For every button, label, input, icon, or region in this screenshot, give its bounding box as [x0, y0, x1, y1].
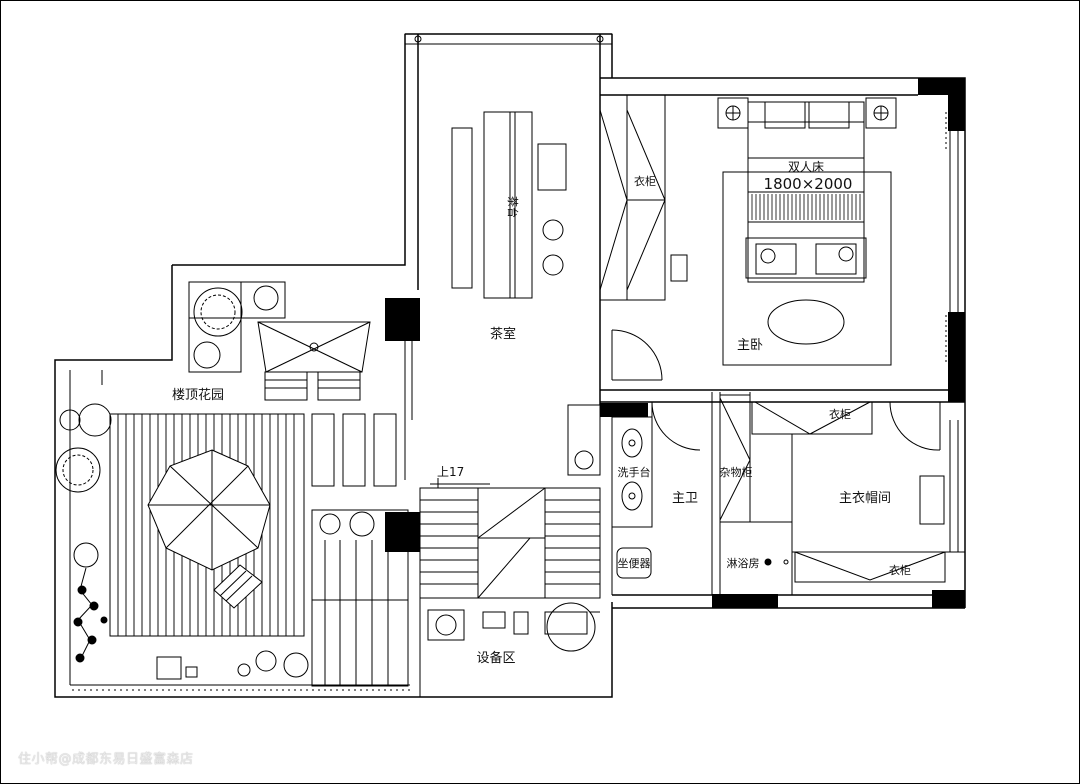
bed-blanket: [747, 191, 865, 223]
wash-basin-label: 洗手台: [618, 465, 651, 479]
wood-deck: [109, 413, 305, 637]
bedroom-stool: [670, 254, 688, 282]
patio-umbrella: [147, 449, 271, 571]
lounger: [264, 371, 308, 401]
oval-rug: [767, 299, 845, 345]
closet-wardrobe-top: [751, 401, 873, 435]
tea-room-label: 茶室: [490, 326, 516, 342]
wash-basin-counter: [611, 416, 653, 528]
toilet-label: 坐便器: [618, 557, 651, 570]
tree: [78, 403, 112, 437]
garden-bench: [342, 413, 366, 487]
closet-door: [889, 401, 941, 451]
wardrobe-label-bedroom: 衣柜: [634, 174, 656, 188]
storage-cabinet: [719, 394, 751, 523]
bed-label: 双人床: [788, 160, 824, 174]
nightstand-right: [865, 97, 897, 129]
shrub: [349, 511, 375, 537]
wardrobe-label-bottom: 衣柜: [889, 563, 911, 577]
stair-label: 上17: [437, 465, 464, 479]
tea-table: [483, 111, 533, 299]
master-bath-label: 主卫: [672, 491, 698, 506]
nightstand-left: [717, 97, 749, 129]
walk-in-closet-label: 主衣帽间: [839, 490, 891, 506]
tea-table-label: 茶台: [506, 196, 520, 218]
storage-cabinet-label: 杂物柜: [720, 465, 753, 479]
window-sill-top: [404, 33, 613, 45]
labels: 茶室 茶台 主卧 双人床 1800×2000 衣柜 楼顶花园 上17 洗手台 主…: [172, 160, 911, 666]
bathroom-closet: [611, 392, 965, 596]
garden-bench: [373, 413, 397, 487]
shrub: [253, 285, 279, 311]
tree: [55, 447, 101, 493]
bed-size-label: 1800×2000: [764, 175, 853, 193]
wardrobe-label-closet: 衣柜: [829, 407, 851, 421]
closet-bench: [919, 475, 945, 525]
tea-room: [404, 94, 666, 480]
window-post: [596, 35, 604, 43]
staircase: [419, 404, 601, 599]
shrub: [283, 652, 309, 678]
bedroom-wardrobe: [599, 94, 666, 301]
bedroom-rug: [722, 171, 892, 366]
shrub: [193, 287, 243, 337]
garden-bench: [311, 413, 335, 487]
shrub: [319, 513, 341, 535]
bed-end-sofa: [745, 237, 867, 279]
rooftop-garden: [55, 281, 410, 691]
tea-stool: [537, 143, 567, 191]
master-bedroom: [670, 97, 959, 366]
shower-room: [719, 521, 793, 596]
equipment-area-label: 设备区: [476, 650, 515, 666]
climbing-plant: [73, 567, 108, 663]
tea-bench: [451, 127, 473, 289]
closet-wardrobe-bottom: [794, 551, 946, 583]
master-bedroom-label: 主卧: [737, 338, 763, 353]
shower-room-label: 淋浴房: [727, 557, 760, 570]
lounger: [317, 371, 361, 401]
toilet: [616, 547, 652, 579]
bed-stripes: [751, 194, 861, 220]
lounge-chair: [213, 564, 263, 609]
watermark: 住小帮@成都东易日盛富森店: [18, 752, 194, 767]
window-post: [414, 35, 422, 43]
bath-door: [651, 401, 701, 451]
tea-stool-round: [542, 219, 564, 241]
service-shaft: [567, 404, 601, 476]
tea-stool-round: [542, 254, 564, 276]
structural-columns: [385, 78, 965, 608]
shrub: [193, 341, 221, 369]
tree: [73, 542, 99, 568]
equipment-area: [419, 598, 600, 697]
garden-canopy: [257, 321, 371, 373]
bedroom-door: [611, 329, 663, 381]
rooftop-garden-label: 楼顶花园: [172, 387, 224, 403]
